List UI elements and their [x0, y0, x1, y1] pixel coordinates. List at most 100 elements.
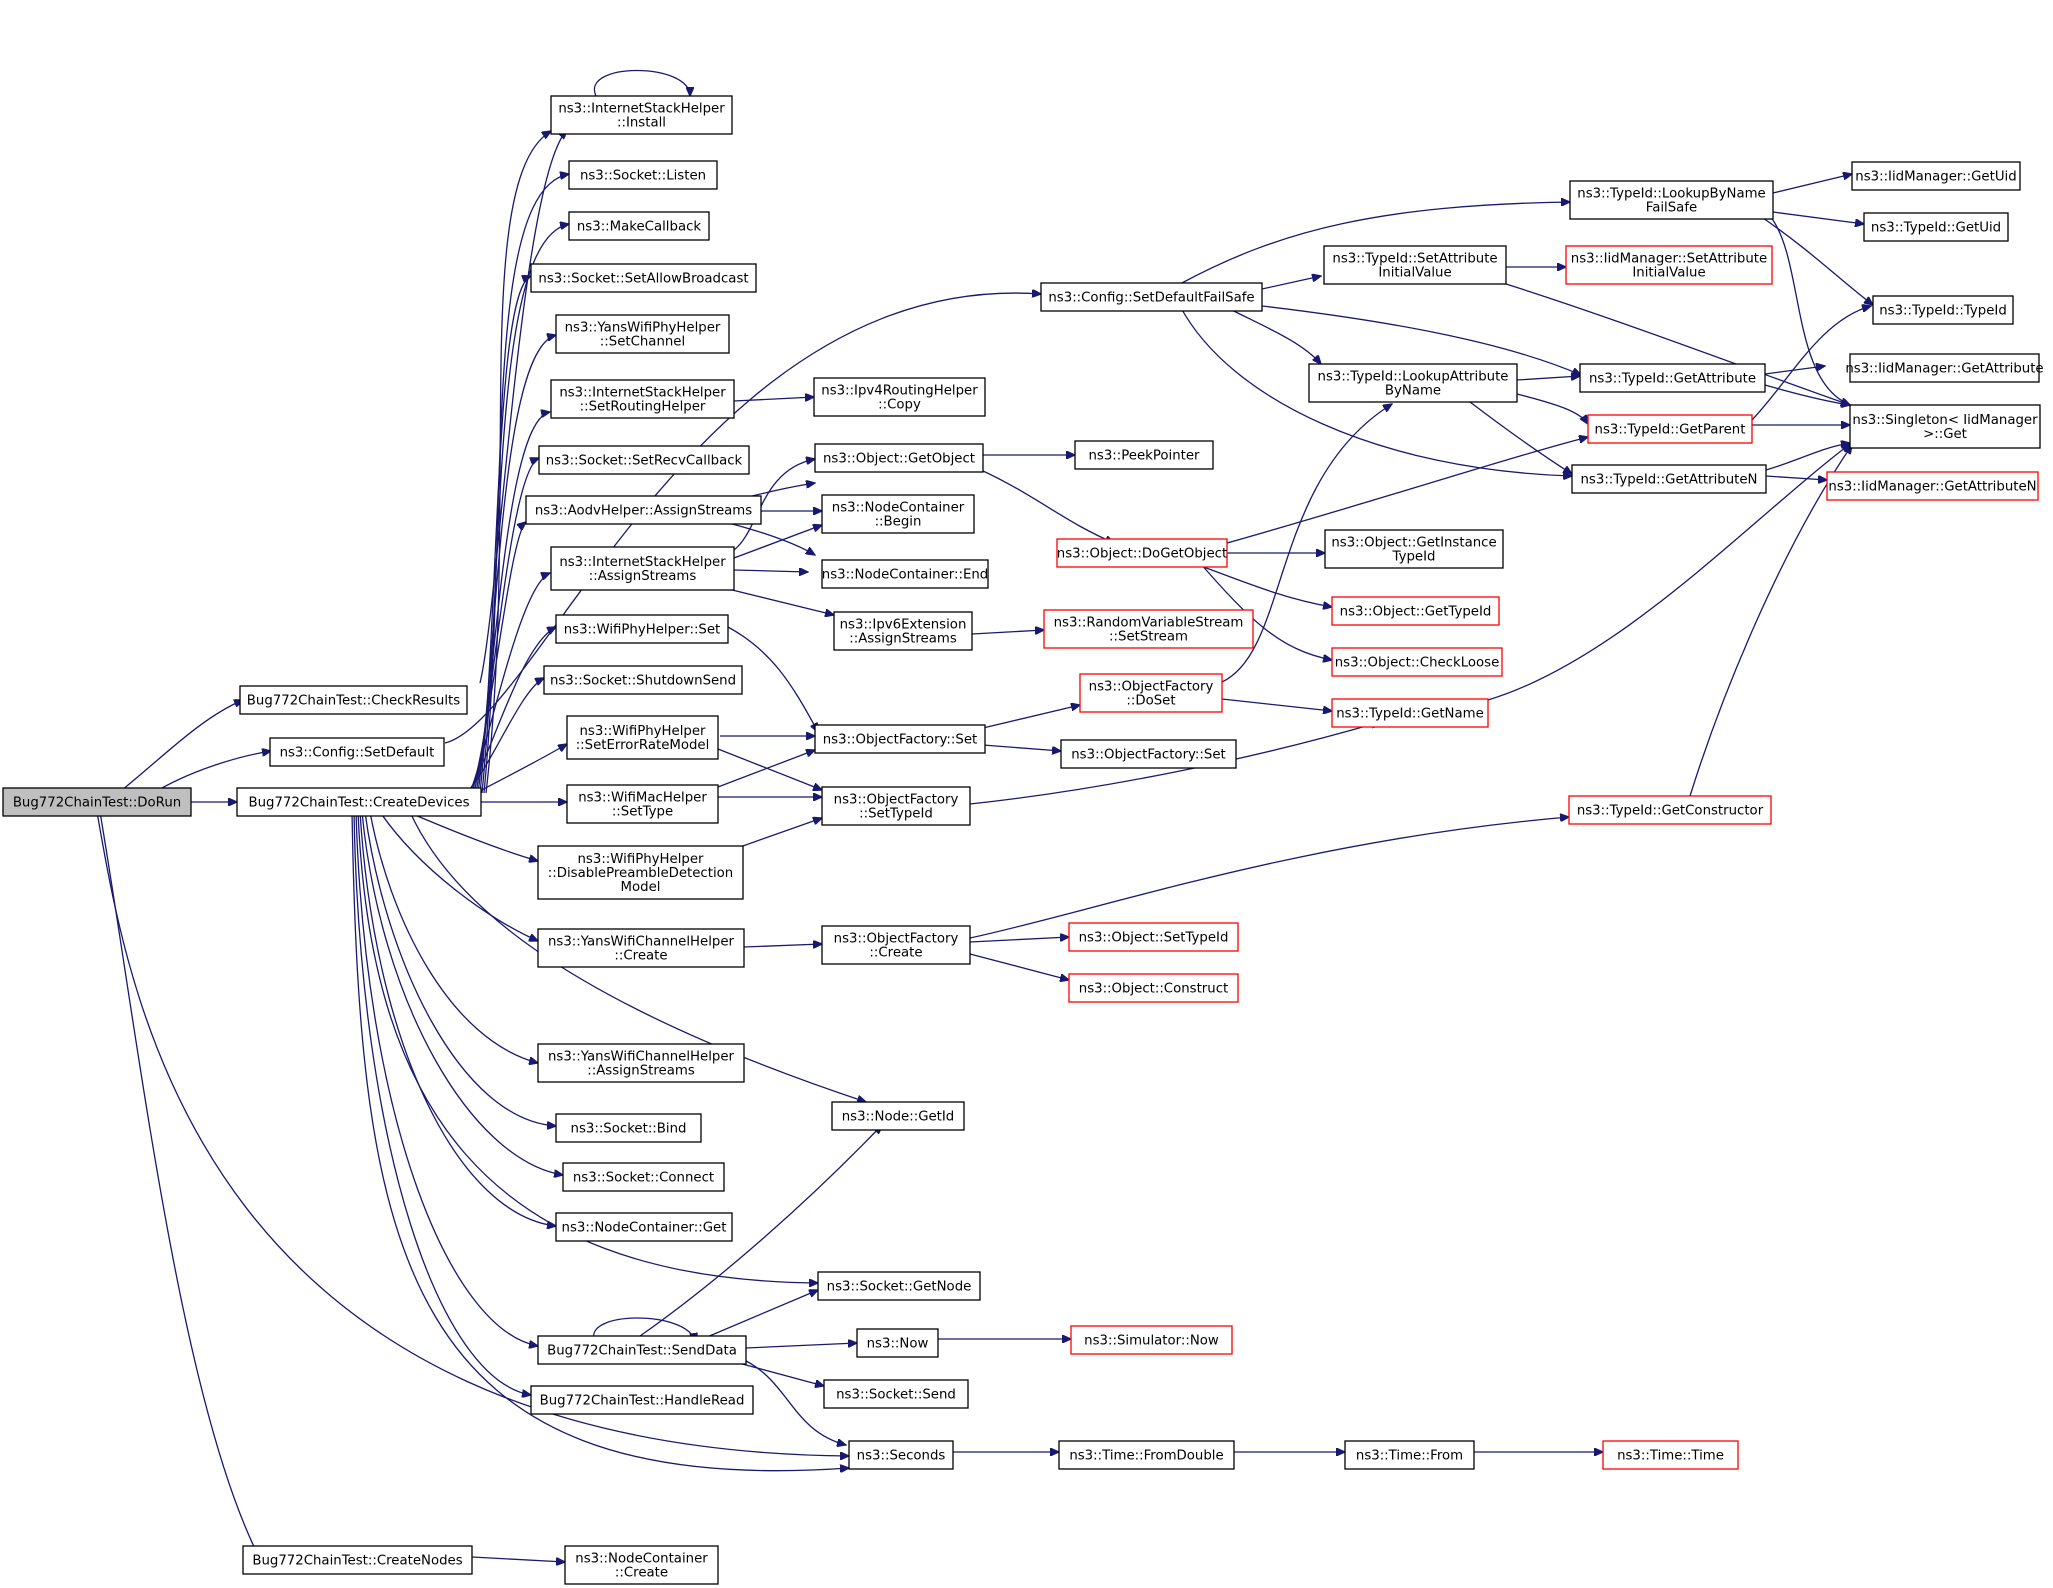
- edge: [1261, 276, 1321, 290]
- function-node[interactable]: ns3::Time::FromDouble: [1058, 1440, 1235, 1470]
- function-node[interactable]: ns3::WifiPhyHelper::DisablePreambleDetec…: [537, 845, 744, 900]
- function-node[interactable]: ns3::Config::SetDefaultFailSafe: [1040, 282, 1263, 312]
- function-node[interactable]: ns3::IidManager::GetAttributeN: [1826, 471, 2039, 501]
- function-node[interactable]: ns3::Config::SetDefault: [269, 737, 445, 767]
- function-node-box: [1040, 282, 1263, 312]
- edge: [1516, 376, 1580, 381]
- function-node[interactable]: ns3::Object::GetObject: [814, 443, 984, 473]
- function-node-label: ns3::Now: [867, 1337, 929, 1352]
- function-node-label: ns3::InternetStackHelper: [559, 386, 726, 401]
- function-node-label: ns3::Simulator::Now: [1084, 1334, 1219, 1349]
- function-node[interactable]: ns3::Simulator::Now: [1070, 1325, 1233, 1355]
- function-node[interactable]: ns3::NodeContainer::End: [821, 559, 989, 589]
- function-node-label: ns3::ObjectFactory::Set: [1071, 748, 1225, 763]
- function-node[interactable]: ns3::Time::From: [1344, 1440, 1475, 1470]
- function-node[interactable]: ns3::Socket::Listen: [568, 160, 718, 190]
- edge: [369, 811, 538, 1063]
- function-node[interactable]: ns3::Object::DoGetObject: [1056, 538, 1228, 568]
- function-node-label: ns3::ObjectFactory::Set: [823, 733, 977, 748]
- function-node[interactable]: ns3::ObjectFactory::SetTypeId: [821, 786, 971, 826]
- function-node[interactable]: ns3::TypeId::GetConstructor: [1568, 795, 1772, 825]
- function-node[interactable]: ns3::WifiPhyHelper::Set: [555, 614, 729, 644]
- function-node[interactable]: ns3::IidManager::GetAttribute: [1845, 353, 2044, 383]
- edge: [1469, 401, 1572, 474]
- function-node[interactable]: ns3::AodvHelper::AssignStreams: [525, 495, 762, 525]
- function-node-label: >::Get: [1923, 427, 1967, 442]
- edge: [364, 811, 556, 1126]
- function-node[interactable]: Bug772ChainTest::SendData: [537, 1335, 747, 1365]
- function-node-label: ns3::IidManager::GetAttribute: [1845, 362, 2043, 377]
- function-node[interactable]: ns3::ObjectFactory::Set: [814, 724, 986, 754]
- function-node-label: ns3::YansWifiChannelHelper: [548, 935, 735, 950]
- edge: [1764, 384, 1850, 405]
- function-node[interactable]: ns3::Object::Construct: [1068, 973, 1239, 1003]
- function-node-box: [550, 95, 733, 135]
- function-node[interactable]: ns3::IidManager::GetUid: [1851, 161, 2021, 191]
- function-node[interactable]: ns3::TypeId::TypeId: [1872, 295, 2014, 325]
- function-node-label: ns3::YansWifiPhyHelper: [565, 321, 721, 336]
- function-node[interactable]: ns3::InternetStackHelper::AssignStreams: [550, 546, 735, 591]
- edge: [1221, 404, 1392, 683]
- function-node[interactable]: ns3::Socket::Send: [823, 1379, 969, 1409]
- function-node[interactable]: ns3::Socket::ShutdownSend: [543, 665, 743, 695]
- edge: [1199, 562, 1332, 660]
- function-node-label: Bug772ChainTest::CreateDevices: [248, 796, 469, 811]
- edge: [357, 811, 818, 1283]
- function-node[interactable]: ns3::Node::GetId: [831, 1101, 965, 1131]
- function-node[interactable]: ns3::YansWifiChannelHelper::Create: [537, 928, 745, 968]
- function-node[interactable]: ns3::Ipv6Extension::AssignStreams: [833, 611, 973, 651]
- function-node[interactable]: ns3::TypeId::GetAttributeN: [1571, 464, 1767, 494]
- function-node[interactable]: ns3::Now: [856, 1328, 939, 1358]
- function-node[interactable]: Bug772ChainTest::CreateNodes: [242, 1545, 473, 1575]
- function-node[interactable]: ns3::Socket::SetAllowBroadcast: [530, 263, 757, 293]
- function-node[interactable]: ns3::Ipv4RoutingHelper::Copy: [813, 377, 986, 417]
- function-node[interactable]: ns3::PeekPointer: [1074, 440, 1214, 470]
- function-node[interactable]: ns3::NodeContainer::Create: [564, 1545, 719, 1585]
- function-node[interactable]: Bug772ChainTest::DoRun: [2, 787, 192, 817]
- function-node[interactable]: ns3::Socket::GetNode: [817, 1271, 981, 1301]
- function-node-label: ::AssignStreams: [849, 632, 957, 647]
- function-node-box: [1043, 609, 1254, 649]
- function-node[interactable]: ns3::Time::Time: [1602, 1440, 1739, 1470]
- function-node[interactable]: Bug772ChainTest::CheckResults: [239, 685, 468, 715]
- function-node[interactable]: ns3::WifiMacHelper::SetType: [566, 784, 719, 824]
- edge: [733, 525, 822, 559]
- function-node[interactable]: ns3::Object::CheckLoose: [1331, 647, 1503, 677]
- function-node[interactable]: ns3::YansWifiChannelHelper::AssignStream…: [537, 1043, 745, 1083]
- edge: [467, 627, 556, 794]
- function-node[interactable]: ns3::TypeId::GetAttribute: [1579, 363, 1766, 393]
- edge: [1764, 366, 1825, 375]
- function-node[interactable]: ns3::IidManager::SetAttributeInitialValu…: [1565, 245, 1773, 285]
- function-node-box: [814, 443, 984, 473]
- function-node[interactable]: ns3::Socket::SetRecvCallback: [538, 445, 750, 475]
- edge: [1261, 305, 1581, 375]
- function-node[interactable]: ns3::Seconds: [848, 1440, 954, 1470]
- function-node[interactable]: ns3::InternetStackHelper::SetRoutingHelp…: [550, 379, 735, 419]
- function-node[interactable]: ns3::Socket::Bind: [555, 1113, 702, 1143]
- function-node[interactable]: ns3::Singleton< IidManager >::Get: [1849, 404, 2041, 449]
- function-node[interactable]: Bug772ChainTest::HandleRead: [530, 1385, 754, 1415]
- function-node-label: ::SetChannel: [600, 335, 685, 350]
- function-node[interactable]: ns3::TypeId::GetName: [1331, 698, 1489, 728]
- function-node[interactable]: ns3::YansWifiPhyHelper::SetChannel: [555, 314, 730, 354]
- function-node[interactable]: Bug772ChainTest::CreateDevices: [236, 787, 482, 817]
- function-node[interactable]: ns3::ObjectFactory::DoSet: [1079, 673, 1223, 713]
- edge: [743, 944, 822, 947]
- function-node[interactable]: ns3::Object::GetTypeId: [1331, 596, 1500, 626]
- function-node[interactable]: ns3::RandomVariableStream::SetStream: [1043, 609, 1254, 649]
- function-node[interactable]: ns3::ObjectFactory::Set: [1060, 739, 1237, 769]
- function-node[interactable]: ns3::NodeContainer::Get: [555, 1212, 733, 1242]
- function-node[interactable]: ns3::MakeCallback: [568, 211, 710, 241]
- function-node[interactable]: ns3::TypeId::GetUid: [1863, 212, 2009, 242]
- function-node[interactable]: ns3::ObjectFactory::Create: [821, 925, 971, 965]
- function-node[interactable]: ns3::InternetStackHelper::Install: [550, 95, 733, 135]
- function-node[interactable]: ns3::Object::SetTypeId: [1068, 922, 1239, 952]
- function-node[interactable]: ns3::WifiPhyHelper::SetErrorRateModel: [566, 715, 719, 760]
- function-node[interactable]: ns3::TypeId::GetParent: [1587, 414, 1753, 444]
- function-node[interactable]: ns3::Socket::Connect: [562, 1162, 725, 1192]
- function-node[interactable]: ns3::NodeContainer::Begin: [821, 494, 975, 534]
